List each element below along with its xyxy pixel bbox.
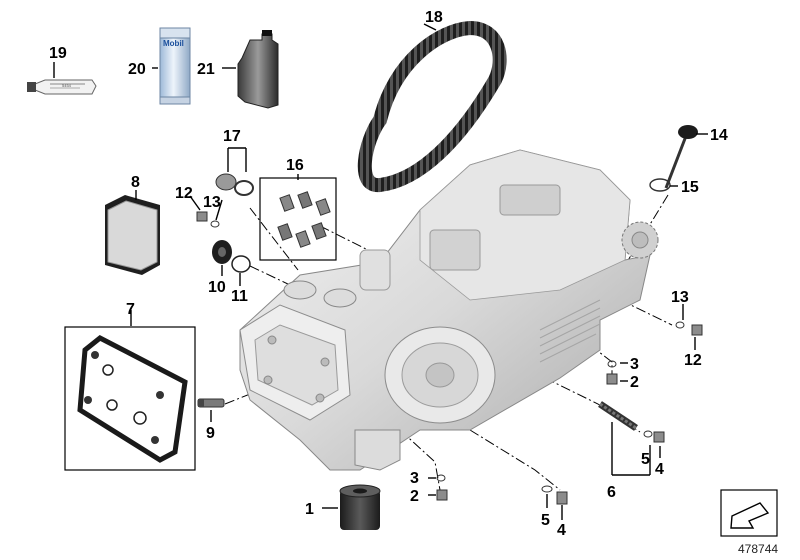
callout-5-bottom: 5 — [541, 512, 550, 529]
gasket-set — [64, 326, 196, 471]
seal-ring-pair — [215, 173, 254, 196]
oil-bottle — [237, 30, 279, 109]
screw-plug-left — [196, 211, 220, 228]
callout-19: 19 — [49, 45, 67, 62]
callout-1: 1 — [305, 501, 314, 518]
sealant-tube: 5454 — [27, 79, 97, 95]
callout-2-bottom: 2 — [410, 488, 419, 505]
grease-tube: Mobil — [159, 27, 191, 105]
callout-13-right: 13 — [671, 289, 689, 306]
drain-plug-bottom — [436, 474, 448, 501]
sensor — [197, 398, 225, 408]
sealant-code-text: 5454 — [62, 83, 72, 88]
callout-17: 17 — [223, 128, 241, 145]
callout-6: 6 — [607, 484, 616, 501]
callout-8: 8 — [131, 174, 140, 191]
callout-3-bottom: 3 — [410, 470, 419, 487]
callout-14: 14 — [710, 127, 728, 144]
shaft-seal — [212, 240, 232, 264]
reference-box: 478744 — [720, 489, 778, 556]
callout-20: 20 — [128, 61, 146, 78]
callout-11: 11 — [231, 288, 248, 305]
valve-parts-box — [259, 177, 337, 261]
air-filter — [105, 195, 160, 275]
reference-number: 478744 — [738, 542, 778, 556]
o-ring-large — [231, 255, 251, 273]
screw-plug-bottom — [541, 485, 568, 505]
callout-4-right: 4 — [655, 461, 664, 478]
callout-10: 10 — [208, 279, 226, 296]
callout-5-right: 5 — [641, 451, 650, 468]
leader-lines — [53, 23, 708, 520]
oil-pipe — [598, 401, 665, 443]
drain-plug-right — [606, 360, 618, 385]
callout-2-right: 2 — [630, 374, 639, 391]
callout-18: 18 — [425, 9, 443, 26]
dipstick — [664, 125, 698, 189]
drive-belt — [357, 20, 507, 192]
o-ring-dipstick — [649, 178, 671, 192]
callout-15: 15 — [681, 179, 699, 196]
oil-filter — [339, 484, 381, 530]
callout-12-right: 12 — [684, 352, 702, 369]
callout-9: 9 — [206, 425, 215, 442]
grease-tube-brand: Mobil — [163, 39, 184, 48]
callout-4-bottom: 4 — [557, 522, 566, 539]
callout-16: 16 — [286, 157, 304, 174]
callout-numbers: 1 2 2 3 3 4 4 5 5 6 7 8 9 10 11 12 12 13… — [49, 9, 728, 539]
callout-3-right: 3 — [630, 356, 639, 373]
screw-plug-right — [675, 321, 703, 336]
callout-13-left: 13 — [203, 194, 221, 211]
engine-block — [239, 149, 659, 471]
callout-21: 21 — [197, 61, 215, 78]
callout-7: 7 — [126, 301, 135, 318]
callout-12-left: 12 — [175, 185, 193, 202]
view-direction-icon — [730, 502, 770, 529]
